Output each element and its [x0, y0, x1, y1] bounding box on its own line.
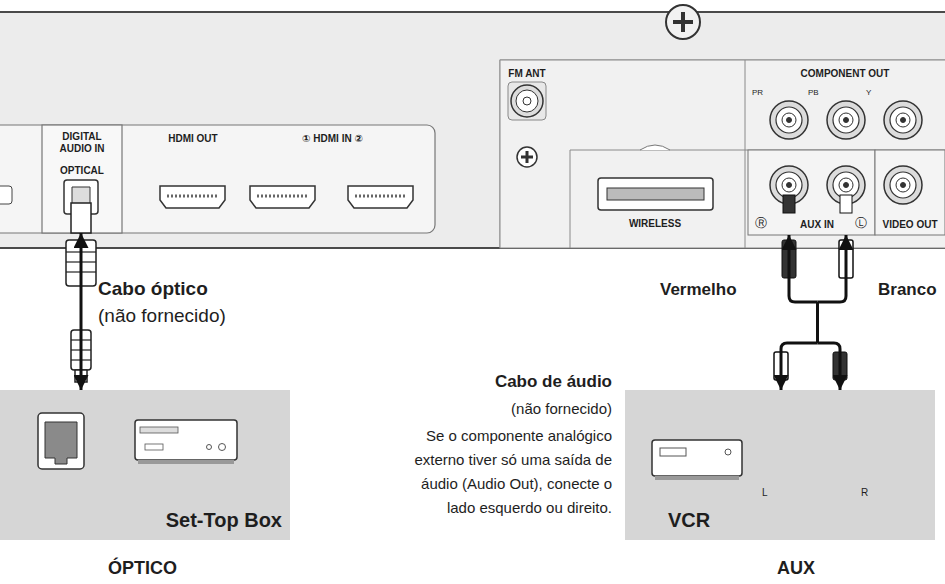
cable-segment: [818, 235, 847, 302]
cable-segment: [816, 302, 819, 343]
cable-segment: [781, 343, 818, 390]
device-name: VCR: [668, 509, 710, 532]
channel-mark: L: [762, 487, 768, 499]
port-label: VIDEO OUT: [877, 219, 943, 231]
port-label: WIRELESS: [600, 218, 710, 230]
set-top-box-panel: Set-Top BoxÓPTICO: [0, 390, 290, 540]
cable-segment: [818, 343, 841, 390]
port-label: DIGITAL AUDIO IN: [47, 131, 117, 155]
usage-note: Se o componente analógico externo tiver …: [397, 424, 612, 520]
panel-heading: ÓPTICO: [108, 558, 177, 579]
cable-name: Cabo de áudio: [495, 372, 612, 392]
port-label: FM ANT: [497, 68, 557, 80]
port-label: HDMI OUT: [160, 133, 226, 145]
channel-mark: Ⓡ: [755, 217, 767, 231]
optical-cable: [81, 233, 82, 390]
channel-mark: Ⓛ: [855, 217, 867, 231]
cable-segment: [80, 233, 83, 390]
device-name: Set-Top Box: [166, 509, 282, 532]
channel-mark: Y: [866, 88, 871, 97]
cable-segment: [789, 235, 818, 302]
wire-color: Vermelho: [660, 280, 737, 300]
channel-mark: PB: [808, 88, 819, 97]
audio-cable: [781, 235, 846, 390]
panel-heading: AUX: [777, 558, 815, 579]
audio-input-box: DIGITAL AUDIO IN OPTICAL: [42, 125, 122, 233]
cable-name: Cabo óptico: [98, 278, 208, 300]
port-label: OPTICAL: [42, 165, 122, 177]
port-label: AUX IN: [800, 219, 834, 231]
channel-mark: R: [861, 487, 868, 499]
vcr-panel: VCRAUX: [625, 390, 935, 540]
port-label: ① HDMI IN ②: [245, 133, 420, 145]
port-label: COMPONENT OUT: [760, 68, 930, 80]
cable-note: (não fornecido): [98, 305, 226, 327]
wire-color: Branco: [878, 280, 937, 300]
cable-note: (não fornecido): [511, 400, 612, 417]
channel-mark: PR: [752, 88, 763, 97]
aux-input-box: Ⓡ AUX IN Ⓛ: [748, 150, 875, 235]
